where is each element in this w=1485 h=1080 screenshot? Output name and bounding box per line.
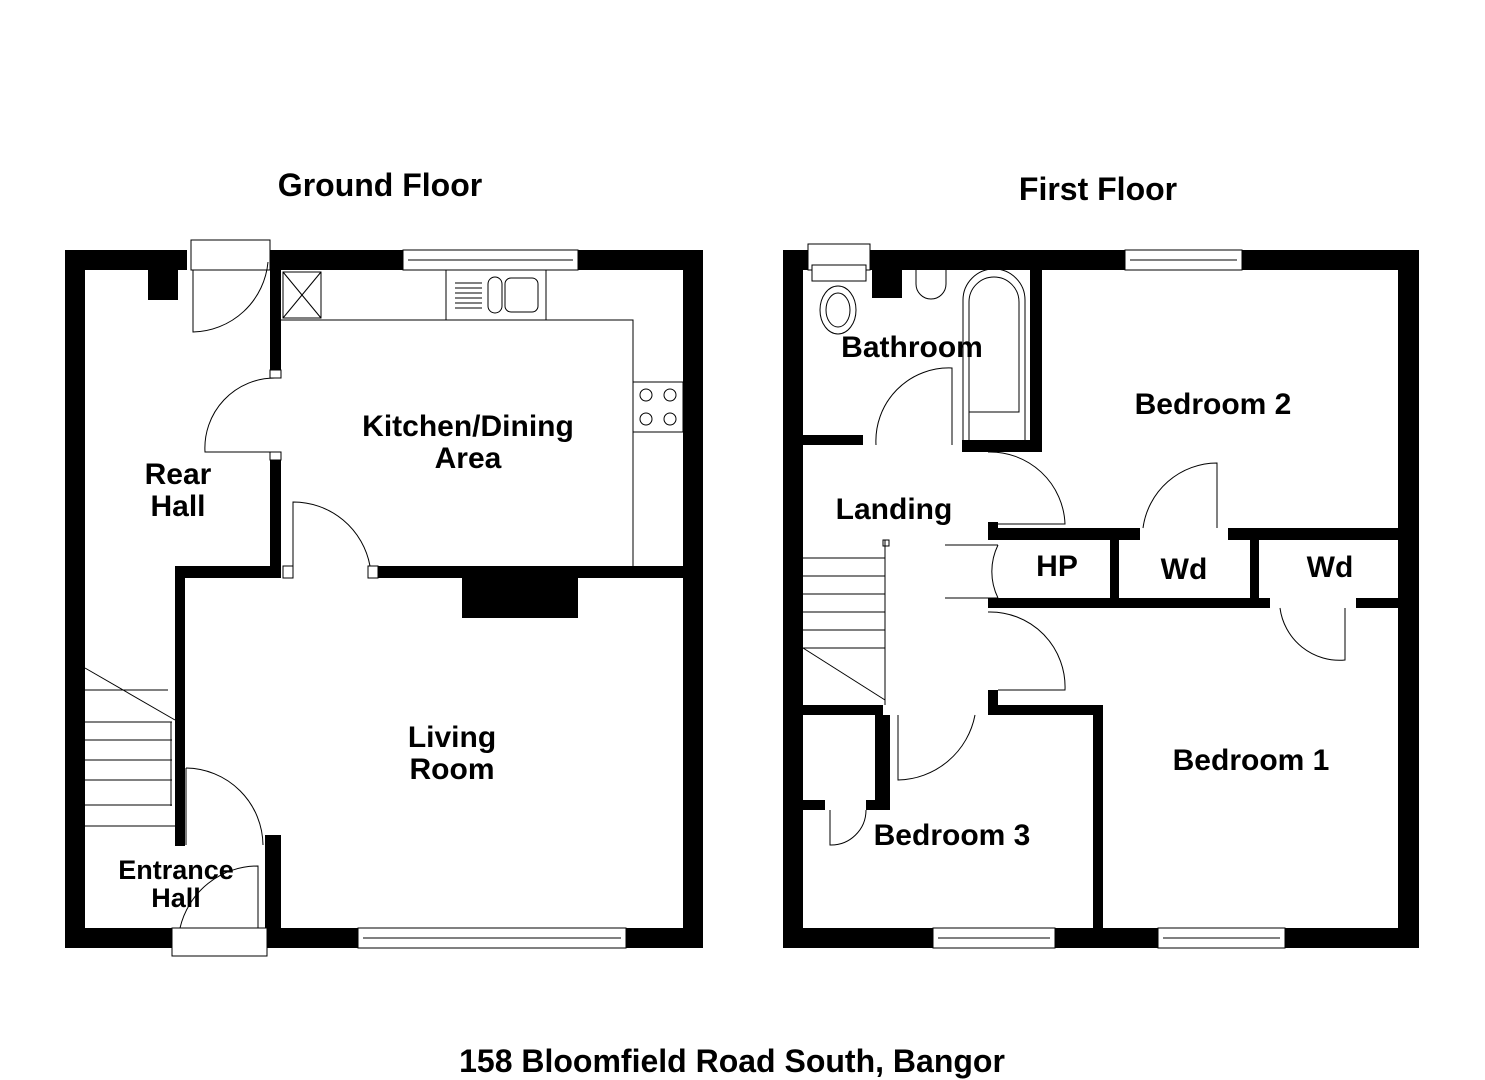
- front-door-swing: [179, 865, 259, 929]
- room-label-entrance-2: Hall: [151, 883, 201, 913]
- kitchen-door-swing: [204, 377, 276, 453]
- bedroom1-door-swing: [987, 611, 1066, 691]
- basin: [915, 270, 947, 300]
- toilet: [819, 285, 857, 335]
- bath: [962, 268, 1026, 440]
- room-label-kitchen-2: Area: [435, 442, 502, 475]
- bedroom3-door-swing: [897, 714, 976, 781]
- room-label-living-2: Room: [410, 753, 495, 786]
- room-label-landing: Landing: [836, 493, 953, 526]
- first-stairs: [802, 539, 890, 705]
- rear-door-swing: [192, 261, 269, 333]
- room-label-bedroom2: Bedroom 2: [1135, 388, 1292, 421]
- wardrobe2-door-swing: [1279, 607, 1346, 661]
- hp-door-swing: [991, 544, 999, 599]
- kitchen-counter: [281, 319, 634, 566]
- bathroom-door-swing: [875, 367, 953, 446]
- room-label-living: Living: [408, 721, 496, 754]
- ground-floor-plan: Rear Hall Kitchen/Dining Area Living Roo…: [65, 239, 703, 957]
- cupboard-door-swing: [829, 809, 867, 846]
- room-label-hp: HP: [1036, 550, 1078, 583]
- room-label-wardrobe-2: Wd: [1307, 551, 1354, 584]
- room-label-entrance: Entrance: [118, 855, 234, 885]
- sink-unit: [445, 269, 547, 321]
- room-label-wardrobe-1: Wd: [1161, 553, 1208, 586]
- hob: [632, 381, 684, 433]
- room-label-bedroom1: Bedroom 1: [1173, 744, 1330, 777]
- ground-stairs: [84, 667, 176, 827]
- living-door-swing: [292, 501, 371, 567]
- room-label-bathroom: Bathroom: [841, 331, 983, 364]
- first-floor-plan: Bathroom Bedroom 2 Landing HP Wd Wd Bedr…: [783, 243, 1419, 949]
- wardrobe1-door-swing: [1142, 462, 1218, 529]
- bedroom2-door-swing: [987, 451, 1066, 525]
- ground-floor-title: Ground Floor: [278, 167, 482, 203]
- room-label-rear-hall: Rear: [145, 458, 212, 491]
- first-floor-title: First Floor: [1019, 171, 1177, 207]
- room-label-rear-hall-2: Hall: [150, 490, 205, 523]
- room-label-kitchen: Kitchen/Dining: [362, 410, 574, 443]
- entrance-inner-door-swing: [185, 767, 264, 846]
- address-caption: 158 Bloomfield Road South, Bangor: [459, 1043, 1005, 1079]
- room-label-bedroom3: Bedroom 3: [874, 819, 1031, 852]
